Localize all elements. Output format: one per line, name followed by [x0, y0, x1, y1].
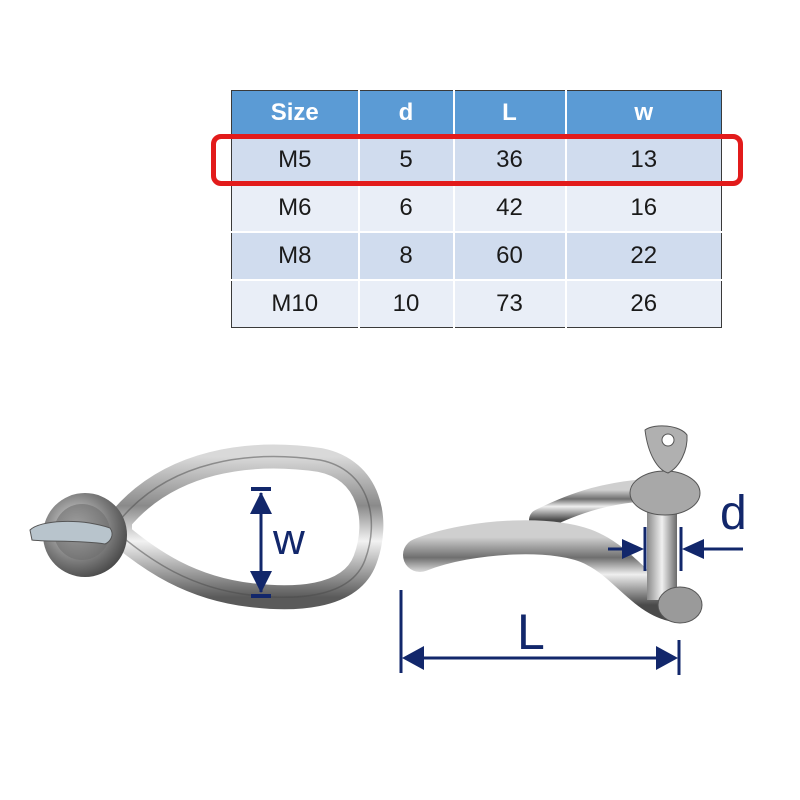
table-row: M5 5 36 13 [231, 135, 722, 184]
L-dimension-arrow [399, 590, 681, 675]
cell-size: M5 [231, 135, 359, 184]
header-L: L [452, 90, 566, 136]
table-row: M8 8 60 22 [231, 231, 722, 280]
d-dimension-arrows [608, 527, 743, 571]
d-dimension-label: d [720, 487, 747, 540]
w-dimension-label: w [273, 515, 305, 564]
table-row: M6 6 42 16 [231, 183, 722, 232]
table-row: M10 10 73 26 [231, 279, 722, 328]
size-specification-table: Size d L w M5 5 36 13 M6 6 42 16 M8 8 60… [231, 90, 722, 328]
table-header-row: Size d L w [231, 90, 722, 136]
cell-d: 8 [357, 231, 454, 280]
cell-w: 22 [564, 231, 722, 280]
cell-d: 5 [357, 135, 454, 184]
cell-size: M6 [231, 183, 359, 232]
L-dimension-label: L [517, 604, 545, 660]
cell-w: 13 [564, 135, 722, 184]
shackle-side-view-image [399, 425, 743, 675]
cell-d: 10 [357, 279, 454, 328]
shackle-front-view-image [29, 444, 384, 610]
cell-w: 16 [564, 183, 722, 232]
header-size: Size [231, 90, 359, 136]
cell-d: 6 [357, 183, 454, 232]
cell-L: 36 [452, 135, 566, 184]
cell-L: 42 [452, 183, 566, 232]
cell-size: M8 [231, 231, 359, 280]
cell-w: 26 [564, 279, 722, 328]
w-dimension-arrow [250, 487, 272, 598]
header-w: w [564, 90, 722, 136]
header-d: d [357, 90, 454, 136]
cell-L: 60 [452, 231, 566, 280]
cell-size: M10 [231, 279, 359, 328]
cell-L: 73 [452, 279, 566, 328]
